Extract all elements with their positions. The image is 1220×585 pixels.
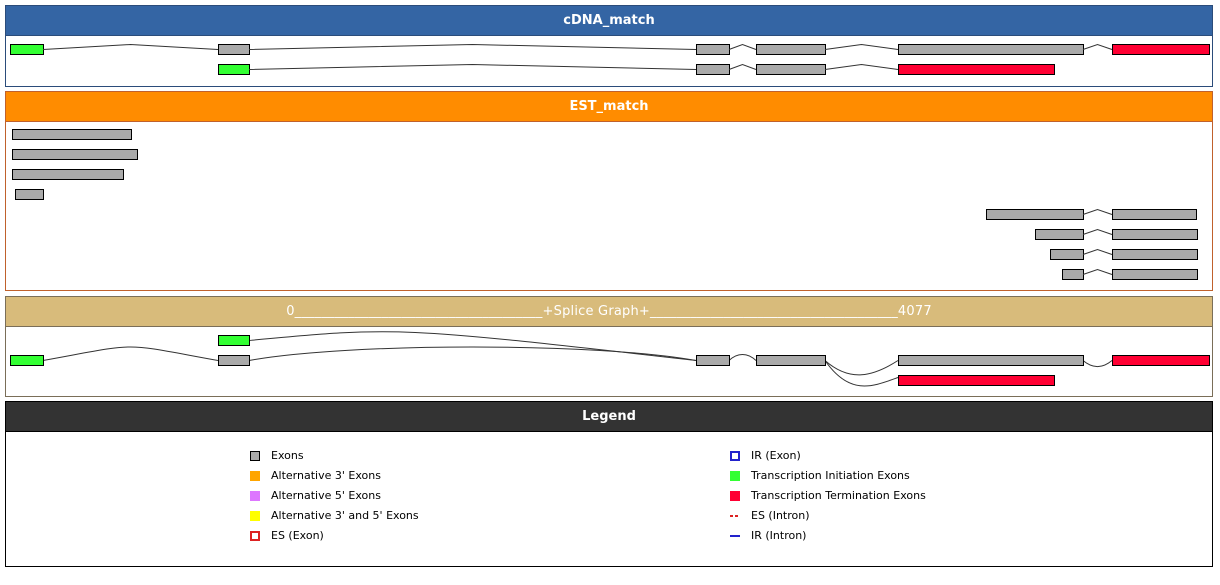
exon-exon — [12, 149, 138, 160]
splice-edge — [824, 360, 899, 387]
exon-exon — [1112, 209, 1197, 220]
alt3-swatch-icon — [250, 471, 260, 481]
intron-line — [728, 43, 757, 50]
init-exon — [10, 44, 44, 55]
legend-panel: Legend Exons Alternative 3' Exons Altern… — [5, 401, 1213, 567]
exon-exon — [1112, 269, 1198, 280]
splice-graph-canvas — [10, 331, 1210, 387]
exon-exon — [696, 64, 730, 75]
legend-item-alt3: Alternative 3' Exons — [250, 466, 419, 486]
intron-line — [1082, 248, 1113, 255]
cdna-track-canvas — [10, 43, 1210, 75]
splice-edge — [42, 346, 219, 361]
intron-line — [42, 43, 219, 50]
splice-edge — [728, 354, 757, 361]
exon-exon — [1112, 229, 1198, 240]
est-track-canvas — [12, 129, 1198, 280]
legend-item-alt35: Alternative 3' and 5' Exons — [250, 506, 419, 526]
intron-line — [1082, 228, 1113, 235]
legend-item-es-exon: ES (Exon) — [250, 526, 419, 546]
term-exon — [1112, 44, 1210, 55]
exon-exon — [986, 209, 1084, 220]
legend-label: ES (Intron) — [751, 509, 810, 522]
intron-line — [824, 43, 899, 50]
alt5-swatch-icon — [250, 491, 260, 501]
legend-item-es-intron: ES (Intron) — [730, 506, 926, 526]
legend-item-ir-exon: IR (Exon) — [730, 446, 926, 466]
intron-line — [1082, 43, 1113, 50]
exon-exon — [15, 189, 44, 200]
term-exon — [1112, 355, 1210, 366]
cdna-match-panel: cDNA_match — [5, 5, 1213, 87]
term-swatch-icon — [730, 491, 740, 501]
legend-label: Alternative 5' Exons — [271, 489, 381, 502]
legend-label: IR (Intron) — [751, 529, 807, 542]
legend-label: Alternative 3' and 5' Exons — [271, 509, 419, 522]
exon-exon — [756, 44, 826, 55]
splice-edge — [824, 360, 899, 376]
exon-exon — [696, 355, 730, 366]
exon-exon — [1035, 229, 1084, 240]
legend-label: Transcription Termination Exons — [751, 489, 926, 502]
es-exon-swatch-icon — [250, 531, 260, 541]
legend-item-exons: Exons — [250, 446, 419, 466]
legend-label: ES (Exon) — [271, 529, 324, 542]
exon-swatch-icon — [250, 451, 260, 461]
exon-exon — [12, 169, 124, 180]
intron-line — [1082, 208, 1113, 215]
exon-exon — [898, 355, 1084, 366]
cdna-match-title: cDNA_match — [6, 6, 1212, 36]
legend-label: Exons — [271, 449, 304, 462]
es-intron-swatch-icon — [730, 515, 740, 517]
legend-item-alt5: Alternative 5' Exons — [250, 486, 419, 506]
intron-line — [248, 43, 697, 50]
legend-item-term: Transcription Termination Exons — [730, 486, 926, 506]
init-exon — [218, 64, 250, 75]
ir-exon-swatch-icon — [730, 451, 740, 461]
splice-graph-title: 0_____________________________________+S… — [6, 297, 1212, 327]
term-exon — [898, 64, 1055, 75]
exon-exon — [1112, 249, 1198, 260]
init-swatch-icon — [730, 471, 740, 481]
exon-exon — [696, 44, 730, 55]
legend-label: Transcription Initiation Exons — [751, 469, 910, 482]
intron-line — [1082, 268, 1113, 275]
exon-exon — [756, 355, 826, 366]
splice-graph-panel: 0_____________________________________+S… — [5, 296, 1213, 397]
exon-exon — [218, 44, 250, 55]
legend-label: Alternative 3' Exons — [271, 469, 381, 482]
legend-body: Exons Alternative 3' Exons Alternative 5… — [6, 432, 1212, 566]
intron-line — [248, 63, 697, 70]
init-exon — [10, 355, 44, 366]
splice-edge — [1082, 360, 1113, 367]
legend-column-left: Exons Alternative 3' Exons Alternative 5… — [250, 446, 419, 546]
intron-line — [728, 63, 757, 70]
term-exon — [898, 375, 1055, 386]
legend-item-ir-intron: IR (Intron) — [730, 526, 926, 546]
exon-exon — [898, 44, 1084, 55]
est-match-title: EST_match — [6, 92, 1212, 122]
alt35-swatch-icon — [250, 511, 260, 521]
exon-exon — [756, 64, 826, 75]
legend-label: IR (Exon) — [751, 449, 801, 462]
legend-title: Legend — [6, 402, 1212, 432]
exon-exon — [1062, 269, 1084, 280]
legend-column-right: IR (Exon) Transcription Initiation Exons… — [730, 446, 926, 546]
legend-item-init: Transcription Initiation Exons — [730, 466, 926, 486]
exon-exon — [12, 129, 132, 140]
splice-edge — [248, 331, 697, 361]
exon-exon — [218, 355, 250, 366]
est-match-panel: EST_match — [5, 91, 1213, 291]
init-exon — [218, 335, 250, 346]
intron-line — [824, 63, 899, 70]
exon-exon — [1050, 249, 1084, 260]
splice-edge — [248, 346, 697, 361]
ir-intron-swatch-icon — [730, 535, 740, 537]
